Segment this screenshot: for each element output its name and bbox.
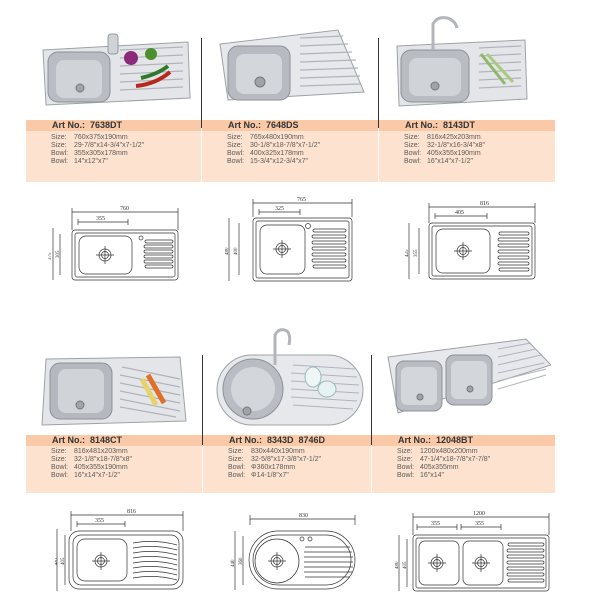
product-photo-7648ds — [218, 22, 366, 110]
spec-row: Size:32-1/8"x18-7/8"x8" — [51, 456, 133, 463]
svg-text:400: 400 — [234, 247, 239, 255]
column-divider — [371, 355, 372, 445]
spec-row: Bowl:400x325x178mm — [227, 150, 304, 157]
spec-row: Size:29-7/8"x14-3/4"x7-1/2" — [51, 142, 145, 149]
spec-row: Bowl:16"x14"x7-1/2" — [404, 158, 473, 165]
svg-text:480: 480 — [395, 561, 400, 569]
svg-text:760: 760 — [120, 206, 129, 212]
technical-drawing-8143dt: 816 405 425 355 — [405, 195, 540, 285]
product-info-8148ct: Art No.: 8148CT Size:816x481x203mm Size:… — [26, 435, 202, 493]
column-divider — [202, 355, 203, 445]
art-number-header: Art No.: 8343D 8746D — [203, 435, 371, 446]
svg-text:816: 816 — [127, 509, 136, 515]
spec-row: Size:816x425x203mm — [404, 134, 481, 141]
svg-text:405: 405 — [403, 561, 408, 569]
spec-row: Bowl:405x355mm — [397, 464, 459, 471]
spec-row: Size:760x375x190mm — [51, 134, 128, 141]
spec-row: Bowl:405x355x190mm — [404, 150, 481, 157]
product-photo-12048bt — [386, 335, 552, 430]
svg-text:375: 375 — [48, 252, 53, 260]
svg-text:816: 816 — [480, 201, 489, 207]
svg-text:481: 481 — [55, 557, 59, 565]
spec-row: Bowl:16"x14" — [397, 472, 445, 479]
technical-drawing-8148ct: 816 355 481 405 — [54, 505, 190, 595]
svg-text:360: 360 — [239, 557, 244, 565]
spec-row: Size:816x481x203mm — [51, 448, 128, 455]
art-number-header: Art No.: 7648DS — [202, 120, 378, 131]
svg-text:305: 305 — [56, 250, 61, 258]
product-info-7648ds: Art No.: 7648DS Size:765x480x190mm Size:… — [202, 120, 378, 182]
svg-text:355: 355 — [414, 249, 419, 257]
technical-drawing-7638dt: 760 355 375 305 — [48, 200, 183, 285]
product-info-8143dt: Art No.: 8143DT Size:816x425x203mm Size:… — [379, 120, 555, 182]
svg-text:425: 425 — [405, 249, 410, 257]
svg-text:1200: 1200 — [473, 511, 485, 517]
svg-text:480: 480 — [225, 247, 230, 255]
art-number-header: Art No.: 8143DT — [379, 120, 555, 131]
spec-row: Size:32-5/8"x17-3/8"x7-1/2" — [228, 456, 322, 463]
spec-row: Size:1200x480x200mm — [397, 448, 478, 455]
svg-text:355: 355 — [95, 518, 104, 524]
spec-row: Bowl:16"x14"x7-1/2" — [51, 472, 120, 479]
product-info-7638dt: Art No.: 7638DT Size:760x375x190mm Size:… — [26, 120, 201, 182]
product-photo-7638dt — [38, 30, 193, 110]
svg-text:355: 355 — [96, 216, 105, 222]
svg-text:355: 355 — [431, 521, 440, 527]
art-number-header: Art No.: 8148CT — [26, 435, 202, 446]
svg-text:405: 405 — [61, 557, 66, 565]
technical-drawing-12048bt: 1200 355 355 480 405 — [395, 505, 560, 595]
product-info-8343d-8746d: Art No.: 8343D 8746D Size:830x440x190mm … — [203, 435, 371, 493]
column-divider — [201, 38, 202, 128]
product-info-12048bt: Art No.: 12048BT Size:1200x480x200mm Siz… — [372, 435, 555, 493]
svg-text:405: 405 — [455, 210, 464, 216]
art-number-header: Art No.: 7638DT — [26, 120, 201, 131]
product-photo-8343d — [215, 325, 365, 428]
spec-row: Bowl:14"x12"x7" — [51, 158, 108, 165]
spec-row: Bowl:405x355x190mm — [51, 464, 128, 471]
spec-row: Bowl:355x305x178mm — [51, 150, 128, 157]
technical-drawing-8343d: 830 440 360 — [225, 505, 365, 595]
svg-text:830: 830 — [299, 513, 308, 519]
svg-text:355: 355 — [475, 521, 484, 527]
spec-row: Bowl:15-3/4"x12-3/4"x7" — [227, 158, 309, 165]
svg-text:765: 765 — [297, 197, 306, 203]
technical-drawing-7648ds: 765 325 480 400 — [225, 193, 360, 285]
spec-row: Size:830x440x190mm — [228, 448, 305, 455]
product-photo-8143dt — [395, 14, 530, 109]
spec-row: Bowl:Φ14-1/8"x7" — [228, 472, 289, 479]
spec-row: Bowl:Φ360x178mm — [228, 464, 296, 471]
svg-text:325: 325 — [275, 206, 284, 212]
spec-row: Size:47-1/4"x18-7/8"x7-7/8" — [397, 456, 491, 463]
svg-text:440: 440 — [231, 559, 236, 567]
spec-row: Size:32-1/8"x16-3/4"x8" — [404, 142, 486, 149]
product-photo-8148ct — [40, 355, 188, 427]
spec-row: Size:765x480x190mm — [227, 134, 304, 141]
spec-row: Size:30-1/8"x18-7/8"x7-1/2" — [227, 142, 321, 149]
art-number-header: Art No.: 12048BT — [372, 435, 555, 446]
column-divider — [378, 38, 379, 128]
